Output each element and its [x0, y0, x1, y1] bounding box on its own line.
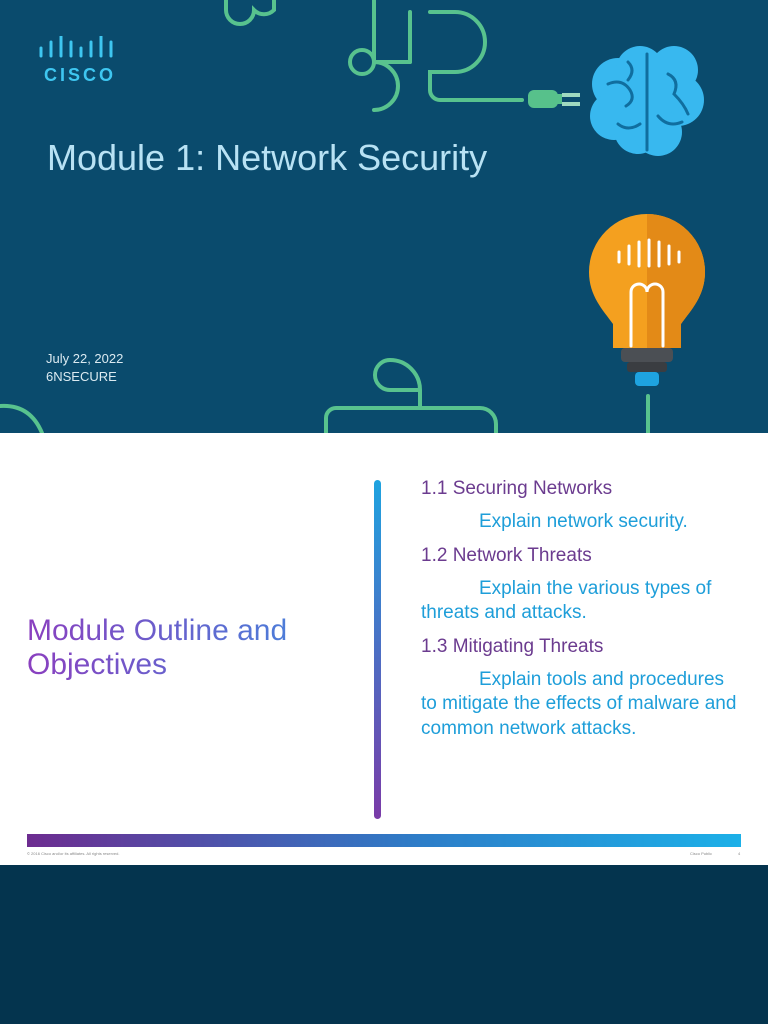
section-objective: Explain the various types of threats and… [421, 577, 712, 624]
classification-text: Cisco Public [690, 851, 713, 856]
section-title: 1.2 Network Threats [421, 544, 592, 566]
circuit-decoration [0, 0, 650, 433]
copyright-text: © 2016 Cisco and/or its affiliates. All … [27, 851, 120, 856]
section-title: 1.1 Securing Networks [421, 478, 613, 499]
cisco-wordmark: CISCO [44, 65, 117, 85]
outline-heading: Module Outline and Objectives [27, 614, 367, 682]
divider-bar [374, 480, 381, 819]
course-code: 6NSECURE [46, 369, 117, 384]
slide-meta: July 22, 2022 6NSECURE [46, 350, 123, 386]
footer-bar [27, 834, 741, 847]
section-objective: Explain network security. [479, 511, 688, 532]
slide-title: Module 1: Network Security [47, 137, 488, 178]
cisco-logo-icon [39, 36, 113, 58]
outline-slide: Module Outline and Objectives 1.1 Securi… [0, 433, 768, 865]
title-slide: CISCO [0, 0, 768, 433]
page-number: 4 [738, 851, 741, 856]
section-title: 1.3 Mitigating Threats [421, 635, 604, 657]
date-text: July 22, 2022 [46, 351, 124, 366]
objectives-list: 1.1 Securing Networks Explain network se… [421, 477, 741, 750]
section-objective: Explain tools and procedures to mitigate… [421, 668, 737, 739]
lightbulb-icon [589, 214, 705, 386]
plug-icon [528, 90, 580, 108]
brain-icon [590, 46, 704, 156]
